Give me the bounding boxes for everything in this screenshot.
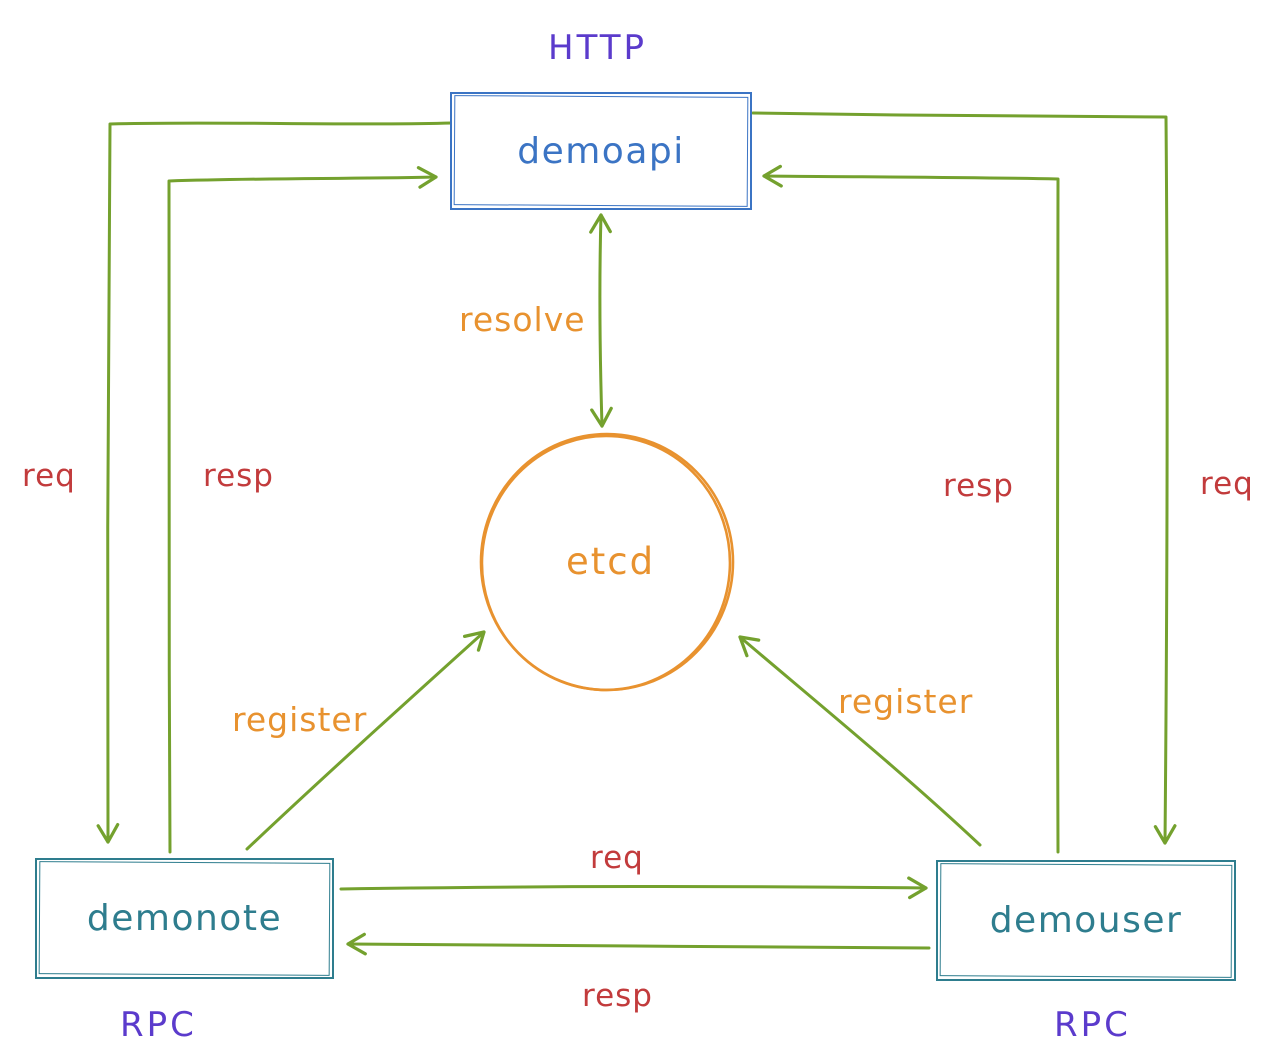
- etcd-circle: [479, 432, 735, 692]
- edge-label-register-right: register: [838, 682, 974, 721]
- arrow-register-demonote-to-etcd: [245, 630, 486, 851]
- node-demouser-label: demouser: [989, 900, 1183, 941]
- edge-label-resp-right: resp: [943, 468, 1014, 504]
- edge-label-req-bottom: req: [590, 840, 644, 876]
- arrow-req-demonote-to-demouser: [339, 876, 928, 900]
- protocol-label-rpc-demouser: RPC: [1054, 1005, 1131, 1045]
- node-etcd-label: etcd: [566, 540, 656, 583]
- node-demonote-label: demonote: [86, 898, 283, 939]
- edge-label-resolve: resolve: [459, 300, 586, 339]
- node-demonote: demonote: [35, 858, 334, 979]
- arrow-resp-demouser-to-demoapi: [762, 164, 1060, 854]
- arrow-resp-demouser-to-demonote: [346, 932, 931, 956]
- protocol-label-http: HTTP: [548, 28, 648, 68]
- arrow-req-demoapi-to-demouser: [751, 111, 1177, 845]
- edge-label-req-left: req: [22, 458, 76, 494]
- edge-label-resp-bottom: resp: [582, 978, 653, 1014]
- arrow-resolve-demoapi-etcd: [589, 213, 613, 428]
- edge-label-register-left: register: [232, 700, 368, 739]
- node-demoapi: demoapi: [450, 92, 752, 210]
- edge-label-resp-left: resp: [203, 458, 274, 494]
- protocol-label-rpc-demonote: RPC: [120, 1005, 197, 1045]
- arrow-register-demouser-to-etcd: [738, 635, 982, 847]
- node-demouser: demouser: [936, 860, 1236, 981]
- edge-label-req-right: req: [1200, 466, 1254, 502]
- arrow-resp-demonote-to-demoapi: [167, 166, 438, 854]
- node-demoapi-label: demoapi: [517, 130, 685, 172]
- arrow-req-demoapi-to-demonote: [96, 121, 454, 844]
